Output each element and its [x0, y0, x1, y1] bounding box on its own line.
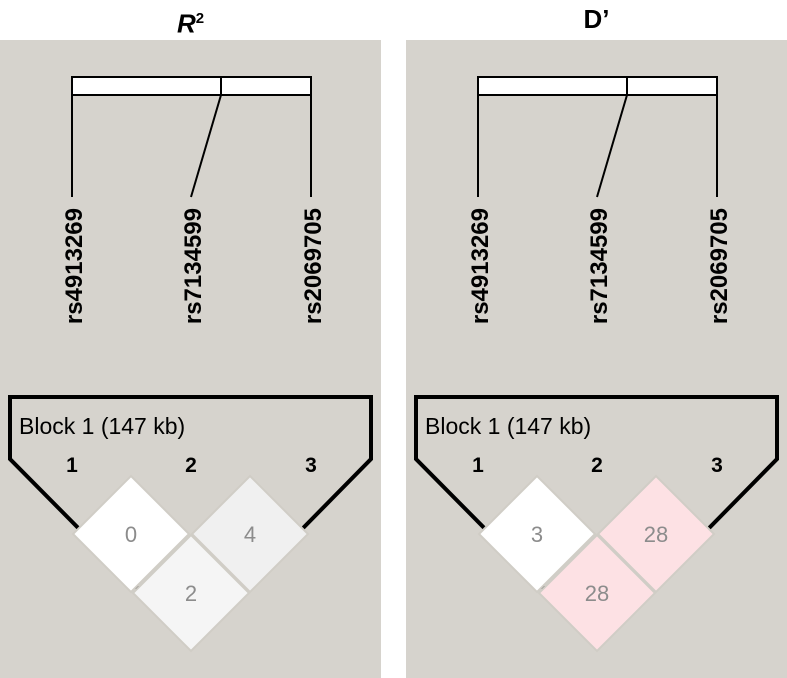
ld-cell-2-3 — [190, 474, 310, 594]
marker-number: 3 — [305, 454, 317, 477]
ld-cell-value: 0 — [125, 522, 137, 547]
marker-label: rs7134599 — [180, 208, 207, 324]
chromosome-bar — [71, 76, 312, 96]
panel-title-d-prime: D’ — [406, 0, 787, 40]
marker-label: rs4913269 — [61, 208, 88, 324]
ld-cell-1-3 — [537, 533, 657, 653]
ld-cell-value: 28 — [585, 581, 609, 606]
chromosome-bar — [477, 76, 718, 96]
panel-title-r-squared: R2 — [0, 0, 381, 40]
marker-number: 2 — [591, 454, 603, 477]
marker-label: rs2069705 — [300, 208, 327, 324]
ld-cell-value: 2 — [185, 581, 197, 606]
title-superscript: 2 — [195, 10, 205, 27]
marker-label: rs2069705 — [706, 208, 733, 324]
marker-label: rs7134599 — [586, 208, 613, 324]
ld-cell-value: 4 — [244, 522, 256, 547]
ld-cell-2-3 — [596, 474, 716, 594]
title-main: D’ — [583, 4, 610, 34]
marker-number: 1 — [66, 454, 78, 477]
ld-cell-value: 3 — [531, 522, 543, 547]
block-label: Block 1 (147 kb) — [19, 413, 185, 439]
marker-label: rs4913269 — [467, 208, 494, 324]
marker-number: 3 — [711, 454, 723, 477]
marker-number: 1 — [472, 454, 484, 477]
marker-line-2 — [190, 94, 222, 198]
ld-cell-1-2 — [477, 474, 597, 594]
ld-cell-1-3 — [131, 533, 251, 653]
marker-line-2 — [596, 94, 628, 198]
marker-number: 2 — [185, 454, 197, 477]
ld-cell-value: 28 — [644, 522, 668, 547]
block-label: Block 1 (147 kb) — [425, 413, 591, 439]
title-main: R — [176, 8, 196, 39]
ld-cell-1-2 — [71, 474, 191, 594]
